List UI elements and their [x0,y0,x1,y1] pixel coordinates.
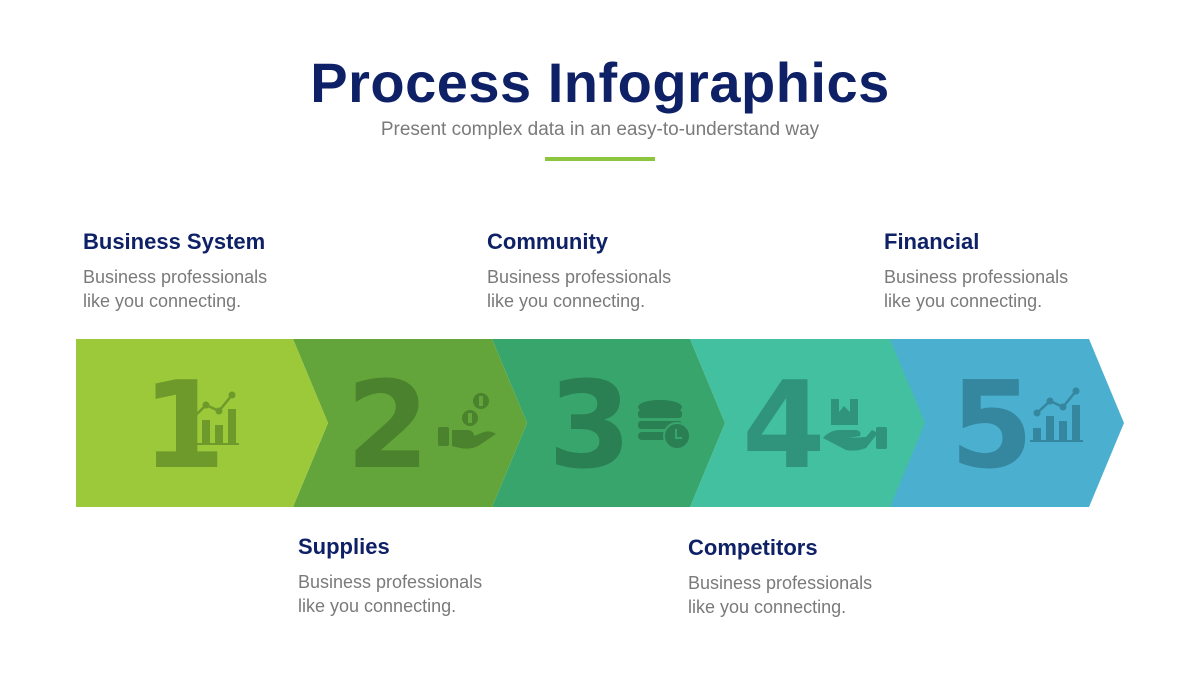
step-1-description: Business professionals like you connecti… [83,265,363,313]
step-1-desc-line1: Business professionals [83,267,268,287]
step-5-description: Business professionals like you connecti… [884,265,1164,313]
step-1-number: 1 [142,357,226,496]
page-subtitle: Present complex data in an easy-to-under… [380,119,820,140]
step-3-desc-line2: like you connecting. [487,291,646,311]
step-5-chevron [888,339,1124,507]
step-2-chevron [293,339,527,507]
title-underline [545,157,655,161]
step-4-label: Competitors Business professionals like … [688,535,968,619]
step-3-desc-line1: Business professionals [487,267,672,287]
database-clock-icon [638,400,691,450]
step-5-number: 5 [950,357,1034,496]
step-2-desc-line2: like you connecting. [298,596,457,616]
step-2-desc-line1: Business professionals [298,572,483,592]
step-5-desc-line2: like you connecting. [884,291,1043,311]
step-4-number: 4 [742,357,826,496]
page-title: Process Infographics [310,51,890,114]
hand-box-icon [823,399,887,451]
step-2-description: Business professionals like you connecti… [298,570,578,618]
step-3-number: 3 [548,357,632,496]
step-3-chevron [492,339,725,507]
step-4-chevron [690,339,925,507]
step-2-number: 2 [346,357,430,496]
step-3-description: Business professionals like you connecti… [487,265,767,313]
step-2-label: Supplies Business professionals like you… [298,534,578,618]
step-1-desc-line2: like you connecting. [83,291,242,311]
step-4-desc-line1: Business professionals [688,573,873,593]
step-1-label: Business System Business professionals l… [83,229,363,313]
step-3-label: Community Business professionals like yo… [487,229,767,313]
step-3-title: Community [487,229,608,254]
bar-chart-trend-icon [1030,387,1083,442]
step-4-title: Competitors [688,535,818,560]
step-4-description: Business professionals like you connecti… [688,571,968,619]
step-5-desc-line1: Business professionals [884,267,1069,287]
step-4-desc-line2: like you connecting. [688,597,847,617]
step-5-title: Financial [884,229,980,254]
bar-chart-trend-icon [186,391,239,445]
step-5-label: Financial Business professionals like yo… [884,229,1164,313]
step-2-title: Supplies [298,534,390,559]
step-1-title: Business System [83,229,266,254]
hand-coins-icon [438,393,496,449]
